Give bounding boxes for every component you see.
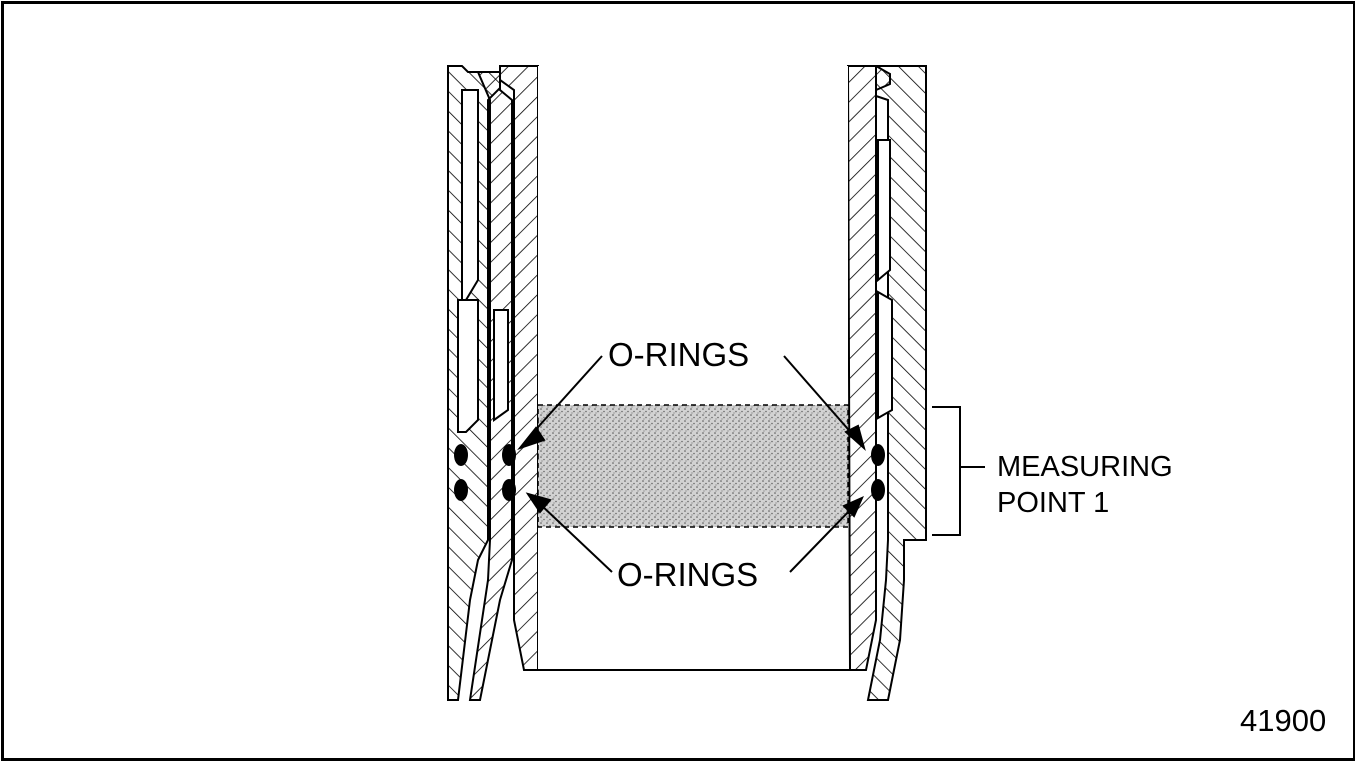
o-rings: [454, 444, 885, 501]
left-housing: [447, 65, 513, 701]
figure-number: 41900: [1240, 703, 1327, 738]
measuring-line-2: POINT 1: [997, 487, 1110, 519]
measuring-point-label: MEASURING POINT 1: [997, 449, 1173, 521]
leader-arrows: [517, 355, 866, 573]
o-rings-lower-label: O-RINGS: [617, 556, 759, 593]
measuring-line-1: MEASURING: [997, 451, 1173, 483]
measuring-zone: [537, 404, 849, 528]
measuring-bracket: [932, 406, 985, 536]
right-housing: [866, 65, 927, 701]
sleeve-bore: [538, 66, 850, 671]
o-rings-upper-label: O-RINGS: [608, 336, 750, 373]
